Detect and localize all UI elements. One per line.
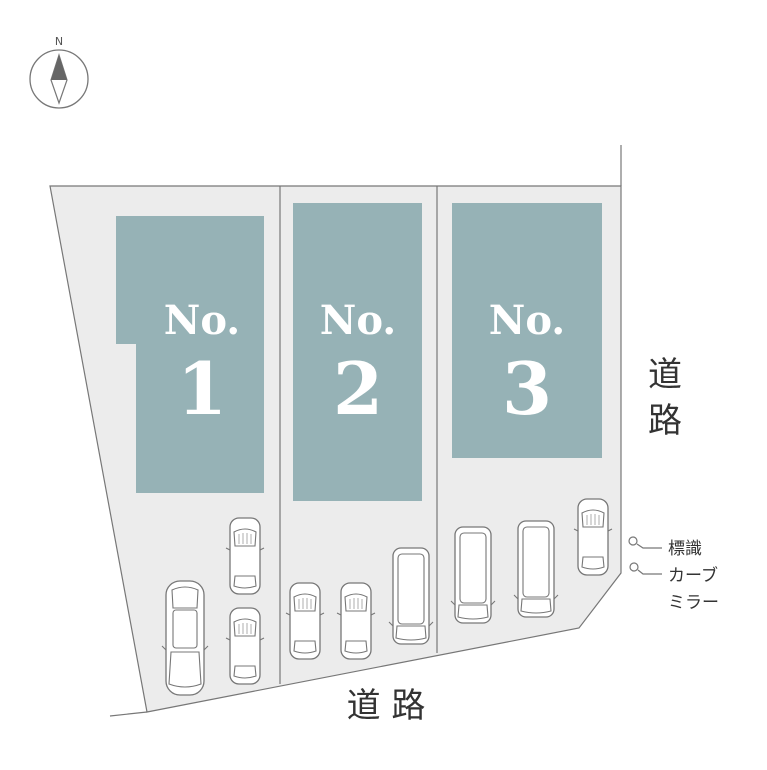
car-icon [285, 582, 325, 660]
lot-3-label: No. [489, 297, 565, 344]
lot-3-building [452, 203, 602, 458]
compass: N [29, 35, 89, 109]
lot-1-building [116, 216, 264, 493]
car-icon [388, 547, 434, 645]
lot-1-label: No. [164, 297, 240, 344]
compass-ring [29, 49, 89, 109]
car-icon [225, 607, 265, 685]
car-icon [513, 520, 559, 618]
compass-north-arrow-icon [51, 55, 67, 80]
mirror-marker-icon [629, 562, 639, 572]
car-icon [450, 526, 496, 624]
sign-legend: 標識 [628, 536, 702, 559]
lot-2-number: 2 [333, 346, 383, 431]
car-icon [573, 498, 613, 576]
lot-3[interactable]: No. 3 [452, 203, 602, 458]
lot-1-number: 1 [177, 346, 227, 431]
south-road-label: 道 路 [347, 686, 426, 726]
compass-north-label: N [55, 35, 63, 48]
east-road-label-2: 路 [648, 401, 682, 441]
sign-marker-icon [628, 536, 638, 546]
east-road-label-1: 道 [648, 355, 682, 395]
car-icon [161, 580, 209, 696]
car-icon [336, 582, 376, 660]
mirror-label-line1: カーブ [668, 565, 718, 586]
mirror-label-line2: ミラー [668, 593, 719, 613]
lot-2-building [293, 203, 422, 501]
lot-2[interactable]: No. 2 [293, 203, 422, 501]
car-icon [225, 517, 265, 595]
mirror-legend: カーブ ミラー [629, 562, 719, 613]
lot-3-number: 3 [502, 346, 552, 431]
lot-2-label: No. [320, 297, 396, 344]
south-road-edge [109, 711, 148, 717]
lot-1[interactable]: No. 1 [116, 216, 264, 493]
sign-label: 標識 [668, 539, 702, 559]
